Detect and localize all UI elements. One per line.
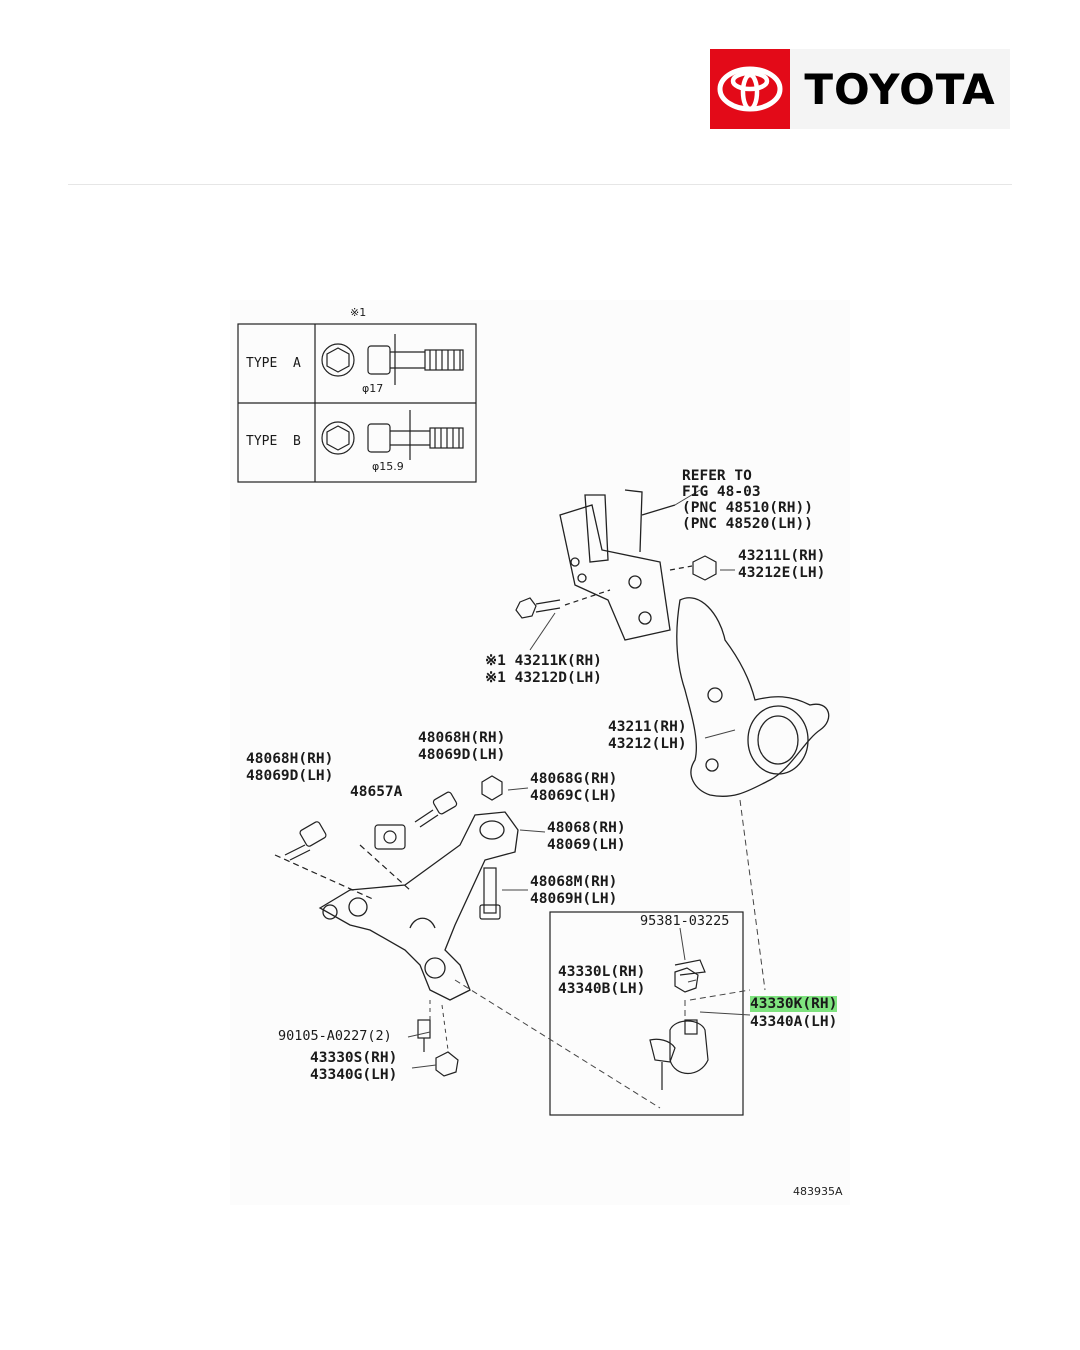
refer-line-1: REFER TO (682, 468, 752, 484)
small-nut-lh: 43340G(LH) (310, 1067, 398, 1083)
type-b-diameter: φ15.9 (372, 460, 404, 473)
upper-bolt-lh: ※1 43212D(LH) (485, 670, 602, 686)
type-a-label: TYPE A (246, 356, 301, 371)
parts-drawing (230, 300, 850, 1205)
mid-nut-rh: 48068G(RH) (530, 771, 618, 787)
lower-arm-rh: 48068(RH) (547, 820, 626, 836)
header-divider (68, 184, 1012, 185)
mid-bolt-lh: 48069D(LH) (418, 747, 506, 763)
left-bolt-lh: 48069D(LH) (246, 768, 334, 784)
arm-bolts (274, 775, 503, 920)
bushing-code: 48657A (350, 784, 403, 800)
mid-bolt-rh: 48068H(RH) (418, 730, 506, 746)
toyota-emblem-icon (710, 49, 790, 129)
parts-diagram: ※1 TYPE A φ17 TYPE B φ15.9 REFER TO FIG … (230, 300, 850, 1205)
type-b-bolt-icon (321, 410, 464, 460)
ball-joint-rh-highlight: 43330K(RH) (750, 996, 838, 1012)
type-a-diameter: φ17 (362, 382, 384, 395)
type-a-bolt-icon (321, 334, 464, 385)
type-b-label: TYPE B (246, 434, 301, 449)
steering-knuckle (676, 597, 830, 797)
refer-line-3: (PNC 48510(RH)) (682, 500, 813, 516)
type-table (237, 323, 477, 483)
ball-joint-inset (549, 911, 744, 1116)
strut-bracket (559, 489, 676, 641)
ball-nut-lh: 43340B(LH) (558, 981, 646, 997)
small-nut-rh: 43330S(RH) (310, 1050, 398, 1066)
refer-line-4: (PNC 48520(LH)) (682, 516, 813, 532)
leader-lines (407, 489, 766, 1109)
mid-nut-lh: 48069C(LH) (530, 788, 618, 804)
knuckle-lh: 43212(LH) (608, 736, 687, 752)
lower-arm-lh: 48069(LH) (547, 837, 626, 853)
arm-bolt-rh: 48068M(RH) (530, 874, 618, 890)
cotter-pin-code: 95381-03225 (640, 913, 730, 929)
ball-nut-rh: 43330L(RH) (558, 964, 646, 980)
upper-nut-icon (669, 555, 717, 581)
refer-line-2: FIG 48-03 (682, 484, 761, 500)
arm-bolt-lh: 48069H(LH) (530, 891, 618, 907)
type-note: ※1 (350, 306, 367, 319)
small-bolt-code: 90105-A0227(2) (278, 1028, 392, 1044)
lower-control-arm (318, 811, 519, 1001)
ball-joint-rh: 43330K(RH) (750, 996, 838, 1013)
left-bolt-rh: 48068H(RH) (246, 751, 334, 767)
brand-wordmark: TOYOTA (790, 49, 1010, 129)
ball-joint-lh: 43340A(LH) (750, 1014, 838, 1030)
toyota-logo: TOYOTA (710, 49, 1010, 129)
knuckle-rh: 43211(RH) (608, 719, 687, 735)
upper-nut-lh: 43212E(LH) (738, 565, 826, 581)
upper-bolt-icon (515, 589, 611, 619)
figure-id: 483935A (793, 1185, 843, 1198)
upper-nut-rh: 43211L(RH) (738, 548, 826, 564)
small-bolt-nut (417, 1019, 459, 1077)
upper-bolt-rh: ※1 43211K(RH) (485, 653, 602, 669)
